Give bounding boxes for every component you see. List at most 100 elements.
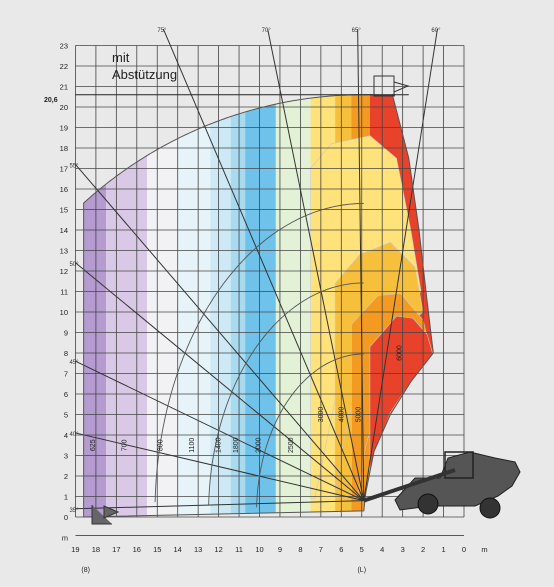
machine-cab <box>444 451 474 479</box>
boom-angle-label: 50° <box>69 262 79 268</box>
y-tick-label: 20 <box>60 103 68 112</box>
x-tick-label: 3 <box>401 545 405 554</box>
load-label-6000: 6000 <box>397 345 404 361</box>
boom-angle-line <box>162 28 365 501</box>
annotation-text: mit Abstützung <box>112 50 177 82</box>
reach-arc <box>208 282 364 505</box>
x-tick-label: 1 <box>441 545 445 554</box>
x-tick-label: 16 <box>133 545 141 554</box>
reach-arc <box>154 202 364 503</box>
boom-angle-lines: 75° 70° 65° 60° 55° 50° 45° 40° 35° <box>69 28 441 514</box>
boom-angle-line <box>363 29 438 501</box>
boom-angle-line <box>75 500 364 510</box>
telehandler-icon <box>91 75 521 525</box>
x-tick-label: 15 <box>153 545 161 554</box>
load-zone-1800 <box>230 94 246 517</box>
load-label-700: 700 <box>122 439 129 451</box>
x-tick-label: 17 <box>112 545 120 554</box>
load-zone-800 <box>147 94 178 517</box>
load-label-1100: 1100 <box>189 438 196 453</box>
boom-angle-label: 55° <box>69 163 79 169</box>
y-tick-label: 13 <box>60 247 68 256</box>
y-tick-label: 14 <box>60 226 68 235</box>
fork-icon-left <box>91 505 120 525</box>
y-tick-label: 7 <box>64 370 68 379</box>
x-axis-note: (8) <box>81 567 90 574</box>
y-tick-label: m <box>62 534 68 543</box>
y-tick-label: 2 <box>64 472 68 481</box>
boom-angle-label: 40° <box>69 432 79 438</box>
x-tick-label: 9 <box>278 545 282 554</box>
boom-angle-label: 45° <box>69 360 79 366</box>
y-tick-label: 10 <box>60 308 68 317</box>
boom-angle-line <box>267 29 365 501</box>
load-label-2000: 2000 <box>256 437 263 453</box>
y-tick-label: 0 <box>64 513 68 522</box>
boom-angle-label: 65° <box>352 28 362 34</box>
load-zone-1100 <box>177 94 211 517</box>
y-tick-label: 1 <box>64 493 68 502</box>
load-label-2500: 2500 <box>288 437 295 453</box>
load-label-5000: 5000 <box>356 407 363 423</box>
boom-angle-line <box>357 29 365 501</box>
y-tick-label: 8 <box>64 349 68 358</box>
y-tick-label: 3 <box>64 452 68 461</box>
load-label-625: 625 <box>90 439 97 451</box>
y-tick-label: 23 <box>60 42 68 51</box>
x-tick-label: 18 <box>92 545 100 554</box>
boom-angle-label: 70° <box>262 28 272 34</box>
x-tick-label: 14 <box>174 545 182 554</box>
x-tick-label: 4 <box>380 545 384 554</box>
x-tick-label: 10 <box>255 545 263 554</box>
y-tick-label: 18 <box>60 144 68 153</box>
x-tick-label: 0 <box>462 545 466 554</box>
y-tick-label: 19 <box>60 124 68 133</box>
x-axis-note: (L) <box>357 567 366 574</box>
y-tick-label: 16 <box>60 185 68 194</box>
machine-wheel <box>479 497 501 519</box>
machine-wheel <box>417 493 439 515</box>
machine-boom <box>363 468 456 503</box>
y-tick-label: 12 <box>60 267 68 276</box>
y-tick-label: 11 <box>60 288 68 297</box>
boom-angle-line <box>75 432 364 502</box>
y-tick-label: 21 <box>60 83 68 92</box>
x-tick-label: 6 <box>339 545 343 554</box>
y-tick-label: 15 <box>60 206 68 215</box>
load-labels: 625 700 800 1100 1400 1800 2000 2500 3000 4000 500… <box>90 345 404 453</box>
y-tick-label: 5 <box>64 411 68 420</box>
x-tick-label: 11 <box>235 545 243 554</box>
boom-angle-label: 35° <box>69 508 79 514</box>
x-tick-label: 5 <box>360 545 364 554</box>
load-zone-2000 <box>245 94 276 517</box>
y-tick-label: 4 <box>64 431 68 440</box>
load-zone-2500 <box>275 94 311 517</box>
fork-icon-top <box>373 75 410 97</box>
boom-angle-line <box>75 262 365 501</box>
x-tick-label: 8 <box>298 545 302 554</box>
load-zone-1400 <box>210 94 231 517</box>
x-tick-label: m <box>481 545 487 554</box>
x-tick-label: 13 <box>194 545 202 554</box>
reach-arc <box>256 353 364 508</box>
grid <box>75 45 465 536</box>
y-marker-label: 20,6 <box>44 97 58 104</box>
load-zone-625 <box>83 94 107 517</box>
x-tick-label: 12 <box>214 545 222 554</box>
boom-angle-line <box>75 360 365 502</box>
x-tick-label: 7 <box>319 545 323 554</box>
boom-angle-line <box>75 164 365 501</box>
x-tick-label: 2 <box>421 545 425 554</box>
y-tick-label: 6 <box>64 390 68 399</box>
boom-angle-label: 60° <box>431 28 441 34</box>
boom-angle-label: 75° <box>157 28 167 34</box>
load-label-800: 800 <box>157 439 164 451</box>
load-label-1400: 1400 <box>216 437 223 453</box>
load-label-4000: 4000 <box>338 407 345 423</box>
load-label-1800: 1800 <box>233 437 240 453</box>
y-tick-label: 17 <box>60 165 68 174</box>
load-label-3000: 3000 <box>318 407 325 423</box>
